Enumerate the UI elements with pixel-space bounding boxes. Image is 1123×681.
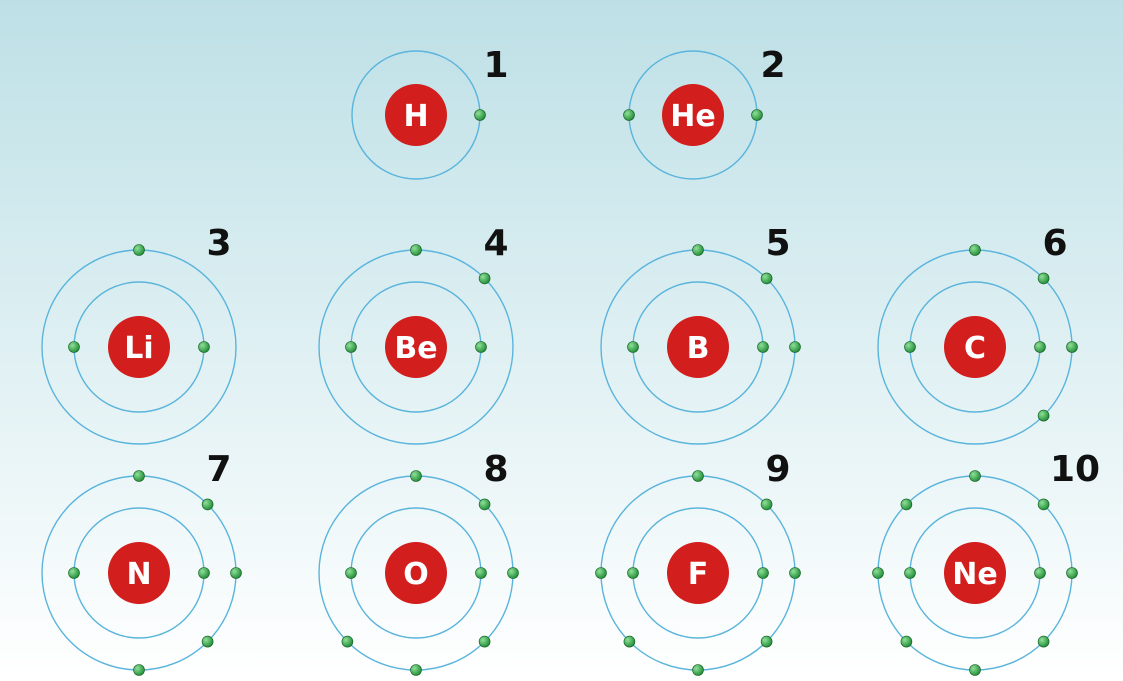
electron	[595, 567, 607, 579]
electron	[68, 567, 80, 579]
electron	[757, 341, 769, 353]
nucleus	[944, 316, 1006, 378]
electron	[201, 635, 214, 648]
atomic-number: 5	[765, 223, 790, 264]
element-symbol: B	[687, 331, 710, 366]
atomic-number: 7	[206, 449, 231, 490]
electron	[474, 109, 486, 121]
electron	[68, 341, 80, 353]
electron	[345, 567, 357, 579]
electron	[341, 635, 354, 648]
atomic-number: 9	[765, 449, 790, 490]
electron	[627, 567, 639, 579]
atomic-number: 3	[206, 223, 231, 264]
electron	[410, 244, 422, 256]
atom-o: O8	[318, 449, 519, 676]
electron	[1066, 567, 1078, 579]
nucleus	[385, 542, 447, 604]
nucleus	[108, 316, 170, 378]
atomic-number: 10	[1050, 449, 1100, 490]
electron	[969, 470, 981, 482]
nucleus	[385, 84, 447, 146]
atom-f: F9	[595, 449, 801, 676]
electron	[900, 635, 913, 648]
atom-b: B5	[600, 223, 801, 445]
atom-h: H1	[351, 45, 509, 180]
electron	[904, 341, 916, 353]
atom-n: N7	[41, 449, 242, 676]
electron	[507, 567, 519, 579]
electron	[133, 470, 145, 482]
atom-he: He 2	[623, 45, 786, 180]
element-symbol: C	[964, 331, 986, 366]
nucleus	[667, 542, 729, 604]
electron	[1034, 341, 1046, 353]
electron	[478, 498, 491, 511]
electron	[751, 109, 763, 121]
electron	[627, 341, 639, 353]
element-symbol: F	[688, 557, 709, 592]
electron	[410, 664, 422, 676]
electron	[789, 567, 801, 579]
electron	[1037, 498, 1050, 511]
electron	[1037, 409, 1050, 422]
electron	[904, 567, 916, 579]
electron	[198, 567, 210, 579]
electron	[478, 272, 491, 285]
atom-be: Be 4	[318, 223, 514, 445]
electron	[201, 498, 214, 511]
atom-li: Li 3	[41, 223, 237, 445]
nucleus	[108, 542, 170, 604]
atomic-number: 8	[483, 449, 508, 490]
electron	[757, 567, 769, 579]
electron	[133, 244, 145, 256]
atomic-number: 4	[483, 223, 508, 264]
electron	[623, 635, 636, 648]
electron	[900, 498, 913, 511]
electron	[692, 470, 704, 482]
electron	[760, 272, 773, 285]
electron	[969, 664, 981, 676]
electron	[623, 109, 635, 121]
nucleus	[662, 84, 724, 146]
element-symbol: He	[670, 99, 715, 134]
element-symbol: N	[126, 557, 151, 592]
electron	[410, 470, 422, 482]
atom-ne: Ne 10	[872, 449, 1100, 676]
electron	[1034, 567, 1046, 579]
electron	[1037, 272, 1050, 285]
atomic-number: 6	[1042, 223, 1067, 264]
atomic-number: 2	[760, 45, 785, 86]
electron	[692, 244, 704, 256]
element-symbol: Li	[124, 331, 153, 366]
electron	[1037, 635, 1050, 648]
nucleus	[944, 542, 1006, 604]
electron	[872, 567, 884, 579]
electron	[230, 567, 242, 579]
element-symbol: O	[403, 557, 429, 592]
atomic-number: 1	[483, 45, 508, 86]
atom-c: C6	[877, 223, 1078, 445]
electron	[760, 498, 773, 511]
nucleus	[385, 316, 447, 378]
electron	[789, 341, 801, 353]
electron	[1066, 341, 1078, 353]
element-symbol: Be	[394, 331, 437, 366]
electron	[969, 244, 981, 256]
electron	[478, 635, 491, 648]
nucleus	[667, 316, 729, 378]
electron	[345, 341, 357, 353]
element-symbol: H	[403, 99, 428, 134]
electron	[760, 635, 773, 648]
electron	[198, 341, 210, 353]
electron	[475, 567, 487, 579]
electron	[133, 664, 145, 676]
electron	[692, 664, 704, 676]
element-symbol: Ne	[952, 557, 997, 592]
electron	[475, 341, 487, 353]
